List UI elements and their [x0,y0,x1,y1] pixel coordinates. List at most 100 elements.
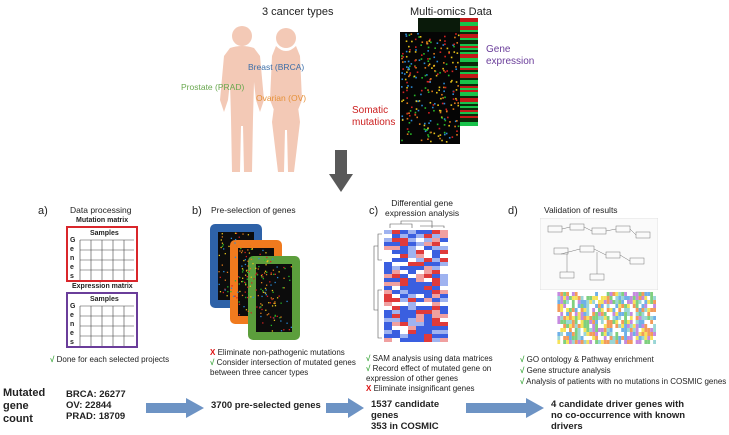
card-dot [234,232,237,234]
alignment-cell [595,328,598,332]
mutation-dot [406,66,408,68]
alignment-cell [598,332,601,336]
card-dot [286,300,288,303]
expression-stripe [460,62,478,64]
heatmap-cell [440,230,448,234]
mutation-dot [414,38,417,41]
alignment-cell [595,300,598,304]
card-dot [241,250,244,252]
mutation-dot [456,52,459,54]
heatmap-cell [432,306,440,310]
heatmap-cell [384,314,392,318]
card-dot [249,267,252,270]
heatmap-cell [424,254,432,258]
alignment-cell [629,332,633,336]
mutation-dot [408,68,411,71]
heatmap-cell [416,290,424,294]
expression-stripe [460,46,478,48]
heatmap-cell [432,230,440,234]
card-dot [272,291,274,293]
alignment-cell [589,316,593,320]
alignment-cell [647,328,651,332]
alignment-cell [632,332,636,336]
alignment-cell [571,320,575,324]
mutation-dot [424,87,427,89]
alignment-cell [542,324,546,328]
alignment-cell [647,300,651,304]
card-dot [231,285,233,287]
card-dot [288,328,291,331]
alignment-cell [560,304,564,308]
alignment-cell [577,292,581,296]
heatmap-cell [392,266,400,270]
mutation-dot [406,97,409,99]
heatmap-cell [424,242,432,246]
card-dot [245,309,248,311]
heatmap-cell [440,258,448,262]
heatmap-cell [392,338,400,342]
alignment-cell [540,300,543,304]
heatmap-cell [408,306,416,310]
heatmap-cell [400,282,408,286]
mutation-dot [420,89,423,92]
card-dot [255,274,257,276]
alignment-cell [571,328,575,332]
alignment-cell [583,328,587,332]
alignment-cell [650,316,654,320]
alignment-cell [563,320,567,324]
heatmap-cell [432,278,440,282]
mutation-dot [444,35,446,38]
alignment-cell [647,336,651,340]
alignment-cell [647,292,651,296]
alignment-cell [548,332,552,336]
alignment-cell [638,304,642,308]
alignment-cell [629,308,633,312]
alignment-cell [580,300,584,304]
alignment-cell [627,340,630,344]
mutation-dot [421,104,423,107]
mutation-dot [404,60,406,63]
heatmap-cell [432,326,440,330]
heatmap-cell [440,306,448,310]
mutation-counts: BRCA: 26277 OV: 22844 PRAD: 18709 [66,389,126,422]
alignment-cell [632,296,636,300]
card-dot [260,288,262,290]
card-dot [262,277,265,280]
heatmap-cell [424,330,432,334]
alignment-cell [589,340,593,344]
alignment-cell [571,292,575,296]
mutation-dot [444,86,447,89]
alignment-cell [551,340,555,344]
alignment-cell [540,320,543,324]
heatmap-cell [440,294,448,298]
card-dot [259,307,261,309]
card-dot [245,255,248,258]
mutation-dot [408,114,411,117]
alignment-cell [638,308,642,312]
alignment-cell [566,332,569,336]
heatmap-cell [408,318,416,322]
heatmap-cell [416,286,424,290]
mutation-dot [429,58,431,60]
mutation-dot [420,139,423,142]
alignment-cell [592,316,596,320]
mutation-dot [444,119,447,122]
genes-letter: s [70,339,74,346]
alignment-cell [566,328,569,332]
alignment-cell [635,320,639,324]
alignment-cell [583,292,587,296]
somatic-mutations-label: Somatic mutations [352,105,395,129]
mutation-dot [457,85,459,87]
mutation-dot [401,72,403,74]
heatmap-cell [432,238,440,242]
genes-letter: e [70,246,74,253]
expression-stripe [460,98,478,100]
mutation-dot [408,112,410,115]
samples-label: Samples [90,296,119,303]
expression-stripe [460,94,478,96]
alignment-cell [615,336,619,340]
alignment-cell [586,332,590,336]
card-dot [247,260,249,262]
alignment-cell [580,340,584,344]
alignment-cell [618,296,622,300]
